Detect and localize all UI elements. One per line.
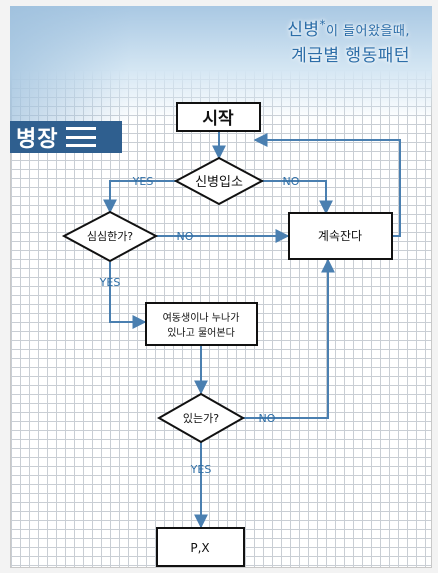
edge-label-bored-yes: YES: [99, 276, 121, 289]
exists-decision-label: 있는가?: [183, 412, 219, 425]
ask-sister-box: [145, 302, 258, 346]
ask-sister-label-line-2: 있나고 물어본다: [167, 327, 235, 339]
edge-label-exists-no: NO: [259, 412, 276, 425]
edge-label-bored-no: NO: [177, 230, 194, 243]
px-box: [156, 527, 245, 567]
header-line-2: 계급별 행동패턴: [291, 46, 410, 66]
keep-sleeping-box: [288, 212, 393, 260]
edge-label-exists-yes: YES: [190, 463, 212, 476]
edge-label-recruit-yes: YES: [132, 175, 154, 188]
rank-label-text: 병장: [16, 127, 59, 152]
rank-label: 병장: [10, 121, 122, 153]
recruit-decision-diamond: [173, 156, 265, 206]
arrow-recruit-yes: [103, 180, 177, 214]
recruit-decision-label: 신병입소: [195, 175, 243, 190]
exists-decision-diamond: [156, 392, 246, 444]
arrow-bored-yes: [109, 262, 147, 329]
bored-decision-label: 심심한가?: [87, 230, 133, 243]
arrow-loop-to-start: [253, 133, 401, 237]
start-node-label: 시작: [202, 109, 234, 129]
connectors: [103, 131, 401, 529]
menu-icon: [66, 127, 97, 147]
header-word-recruit: 신병: [287, 20, 320, 40]
header-line-1-rest: 이 들어왔을때,: [325, 24, 410, 39]
sky-banner-shade: [10, 6, 130, 121]
edge-label-recruit-no: NO: [283, 175, 300, 188]
start-node-box: [176, 102, 261, 132]
arrow-recruit-no: [262, 180, 333, 215]
arrow-exists-no: [243, 258, 335, 419]
px-label: P,X: [190, 541, 209, 555]
ask-sister-label-line-1: 여동생이나 누나가: [163, 312, 240, 324]
keep-sleeping-label: 계속잔다: [318, 229, 362, 243]
header-title: 신병*이 들어왔을때, 계급별 행동패턴: [287, 18, 410, 68]
header-asterisk: *: [319, 17, 326, 32]
header-line-1: 신병*이 들어왔을때,: [287, 18, 410, 44]
bored-decision-diamond: [61, 210, 159, 263]
